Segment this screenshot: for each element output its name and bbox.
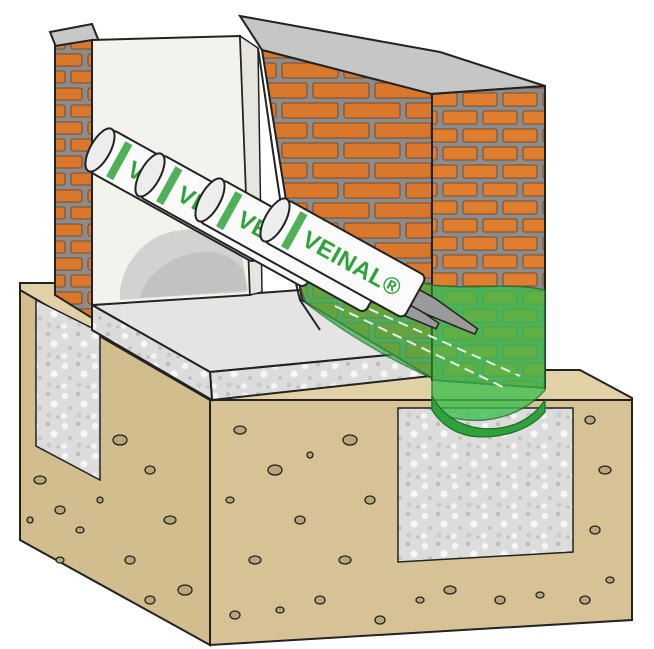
pebble — [589, 525, 601, 535]
pebble — [364, 495, 376, 505]
pebble — [124, 555, 136, 565]
cartridge-end-cap — [194, 177, 226, 223]
footing-left-section — [35, 298, 101, 482]
foundation-block — [19, 282, 633, 647]
cartridge-stripe — [216, 191, 243, 231]
pebble — [55, 556, 65, 564]
pebble — [225, 496, 235, 504]
pebble — [584, 415, 596, 425]
pebble — [294, 515, 306, 525]
pebble — [342, 434, 358, 446]
pebble — [26, 516, 34, 524]
pebble — [233, 425, 247, 435]
pebble — [144, 465, 156, 475]
pebble — [96, 496, 104, 504]
pebble — [54, 505, 66, 515]
pebble — [338, 555, 352, 565]
pebble — [163, 515, 177, 525]
pebble — [33, 475, 47, 485]
pebble — [229, 610, 241, 620]
green-zone-end-face — [431, 284, 546, 422]
pebble — [177, 584, 193, 596]
pebble — [605, 576, 615, 584]
pebble — [415, 596, 425, 604]
pebble — [579, 595, 591, 605]
pebble — [314, 595, 326, 605]
pebble — [374, 615, 386, 625]
floor-slab-left-edge — [91, 303, 214, 402]
pebble — [598, 465, 612, 475]
damp-stain-light — [140, 251, 247, 298]
drill-hole-guide — [334, 295, 521, 389]
cartridge-stripe — [156, 166, 183, 206]
pebble — [267, 464, 283, 476]
pebble — [494, 595, 506, 605]
green-drip-into-footing — [431, 395, 546, 438]
cartridge-end-cap — [134, 152, 166, 198]
pebble — [535, 591, 545, 599]
pebble — [306, 451, 314, 459]
pebble — [443, 585, 457, 595]
left-wall-outer-face — [54, 38, 93, 320]
cartridge-stripe — [281, 211, 308, 251]
soil-pebbles — [26, 415, 615, 625]
pebble — [75, 526, 85, 534]
pebble — [275, 606, 285, 614]
pebble — [248, 555, 262, 565]
pebble — [112, 434, 128, 446]
cartridge-end-cap — [259, 197, 291, 243]
cartridge-end-cap — [84, 127, 116, 173]
cartridge-stripe — [106, 141, 133, 181]
pebble — [144, 595, 156, 605]
